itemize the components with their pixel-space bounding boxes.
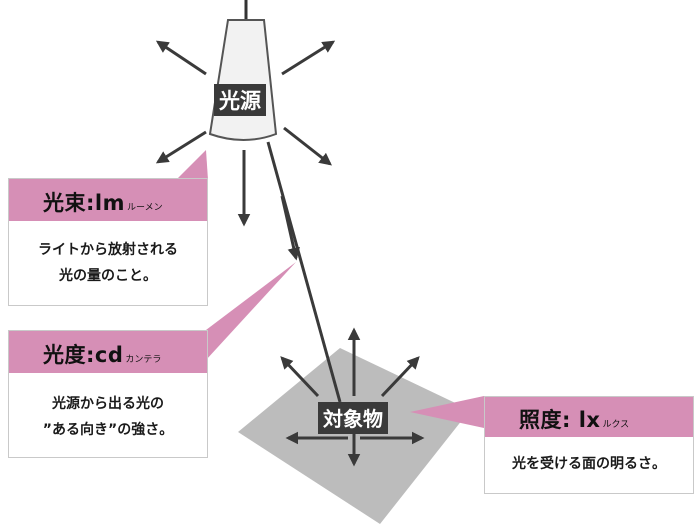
flux-line-2: 光の量のこと。	[59, 268, 157, 284]
intensity-ruby: カンテラ	[125, 355, 162, 365]
illuminance-card: 照度: lx ルクス 光を受ける面の明るさ。	[484, 396, 694, 494]
lamp-shade	[208, 19, 278, 141]
object-arrow-up-left	[280, 356, 320, 398]
ray-arrow-up-left	[155, 40, 207, 76]
lamp-label: 光源	[218, 89, 261, 113]
object-arrow-up-right	[380, 356, 420, 398]
object-label-box	[318, 402, 388, 434]
intensity-description: 光源から出る光の ”ある向き”の強さ。	[9, 373, 207, 443]
flux-ruby: ルーメン	[126, 203, 163, 213]
lamp-label-box	[214, 84, 266, 116]
intensity-line-2: ”ある向き”の強さ。	[42, 422, 174, 438]
ray-arrow-down-right	[283, 126, 332, 166]
flux-card: 光束:lm ルーメン ライトから放射される 光の量のこと。	[8, 178, 208, 306]
intensity-line-1: 光源から出る光の	[52, 396, 164, 412]
flux-card-header: 光束:lm ルーメン	[9, 179, 207, 221]
ray-arrow-down-left	[155, 130, 207, 164]
intensity-card: 光度:cd カンテラ 光源から出る光の ”ある向き”の強さ。	[8, 330, 208, 458]
flux-title: 光束:lm	[43, 191, 125, 215]
illuminance-line-1: 光を受ける面の明るさ。	[512, 456, 666, 472]
illuminance-title: 照度: lx	[519, 408, 601, 432]
intensity-title: 光度:cd	[43, 343, 124, 367]
flux-callout-pointer	[176, 150, 208, 180]
ray-arrow-up-right	[281, 40, 336, 76]
ray-to-object	[266, 141, 342, 403]
object-label: 対象物	[322, 407, 383, 431]
illuminance-card-header: 照度: lx ルクス	[485, 397, 693, 437]
flux-line-1: ライトから放射される	[38, 242, 178, 258]
intensity-callout-pointer	[206, 262, 296, 360]
flux-description: ライトから放射される 光の量のこと。	[9, 221, 207, 289]
illuminance-description: 光を受ける面の明るさ。	[485, 437, 693, 477]
illuminance-ruby: ルクス	[602, 420, 630, 430]
illuminance-callout-pointer	[410, 396, 484, 428]
intensity-card-header: 光度:cd カンテラ	[9, 331, 207, 373]
ray-midpoint-arrow	[280, 195, 300, 261]
